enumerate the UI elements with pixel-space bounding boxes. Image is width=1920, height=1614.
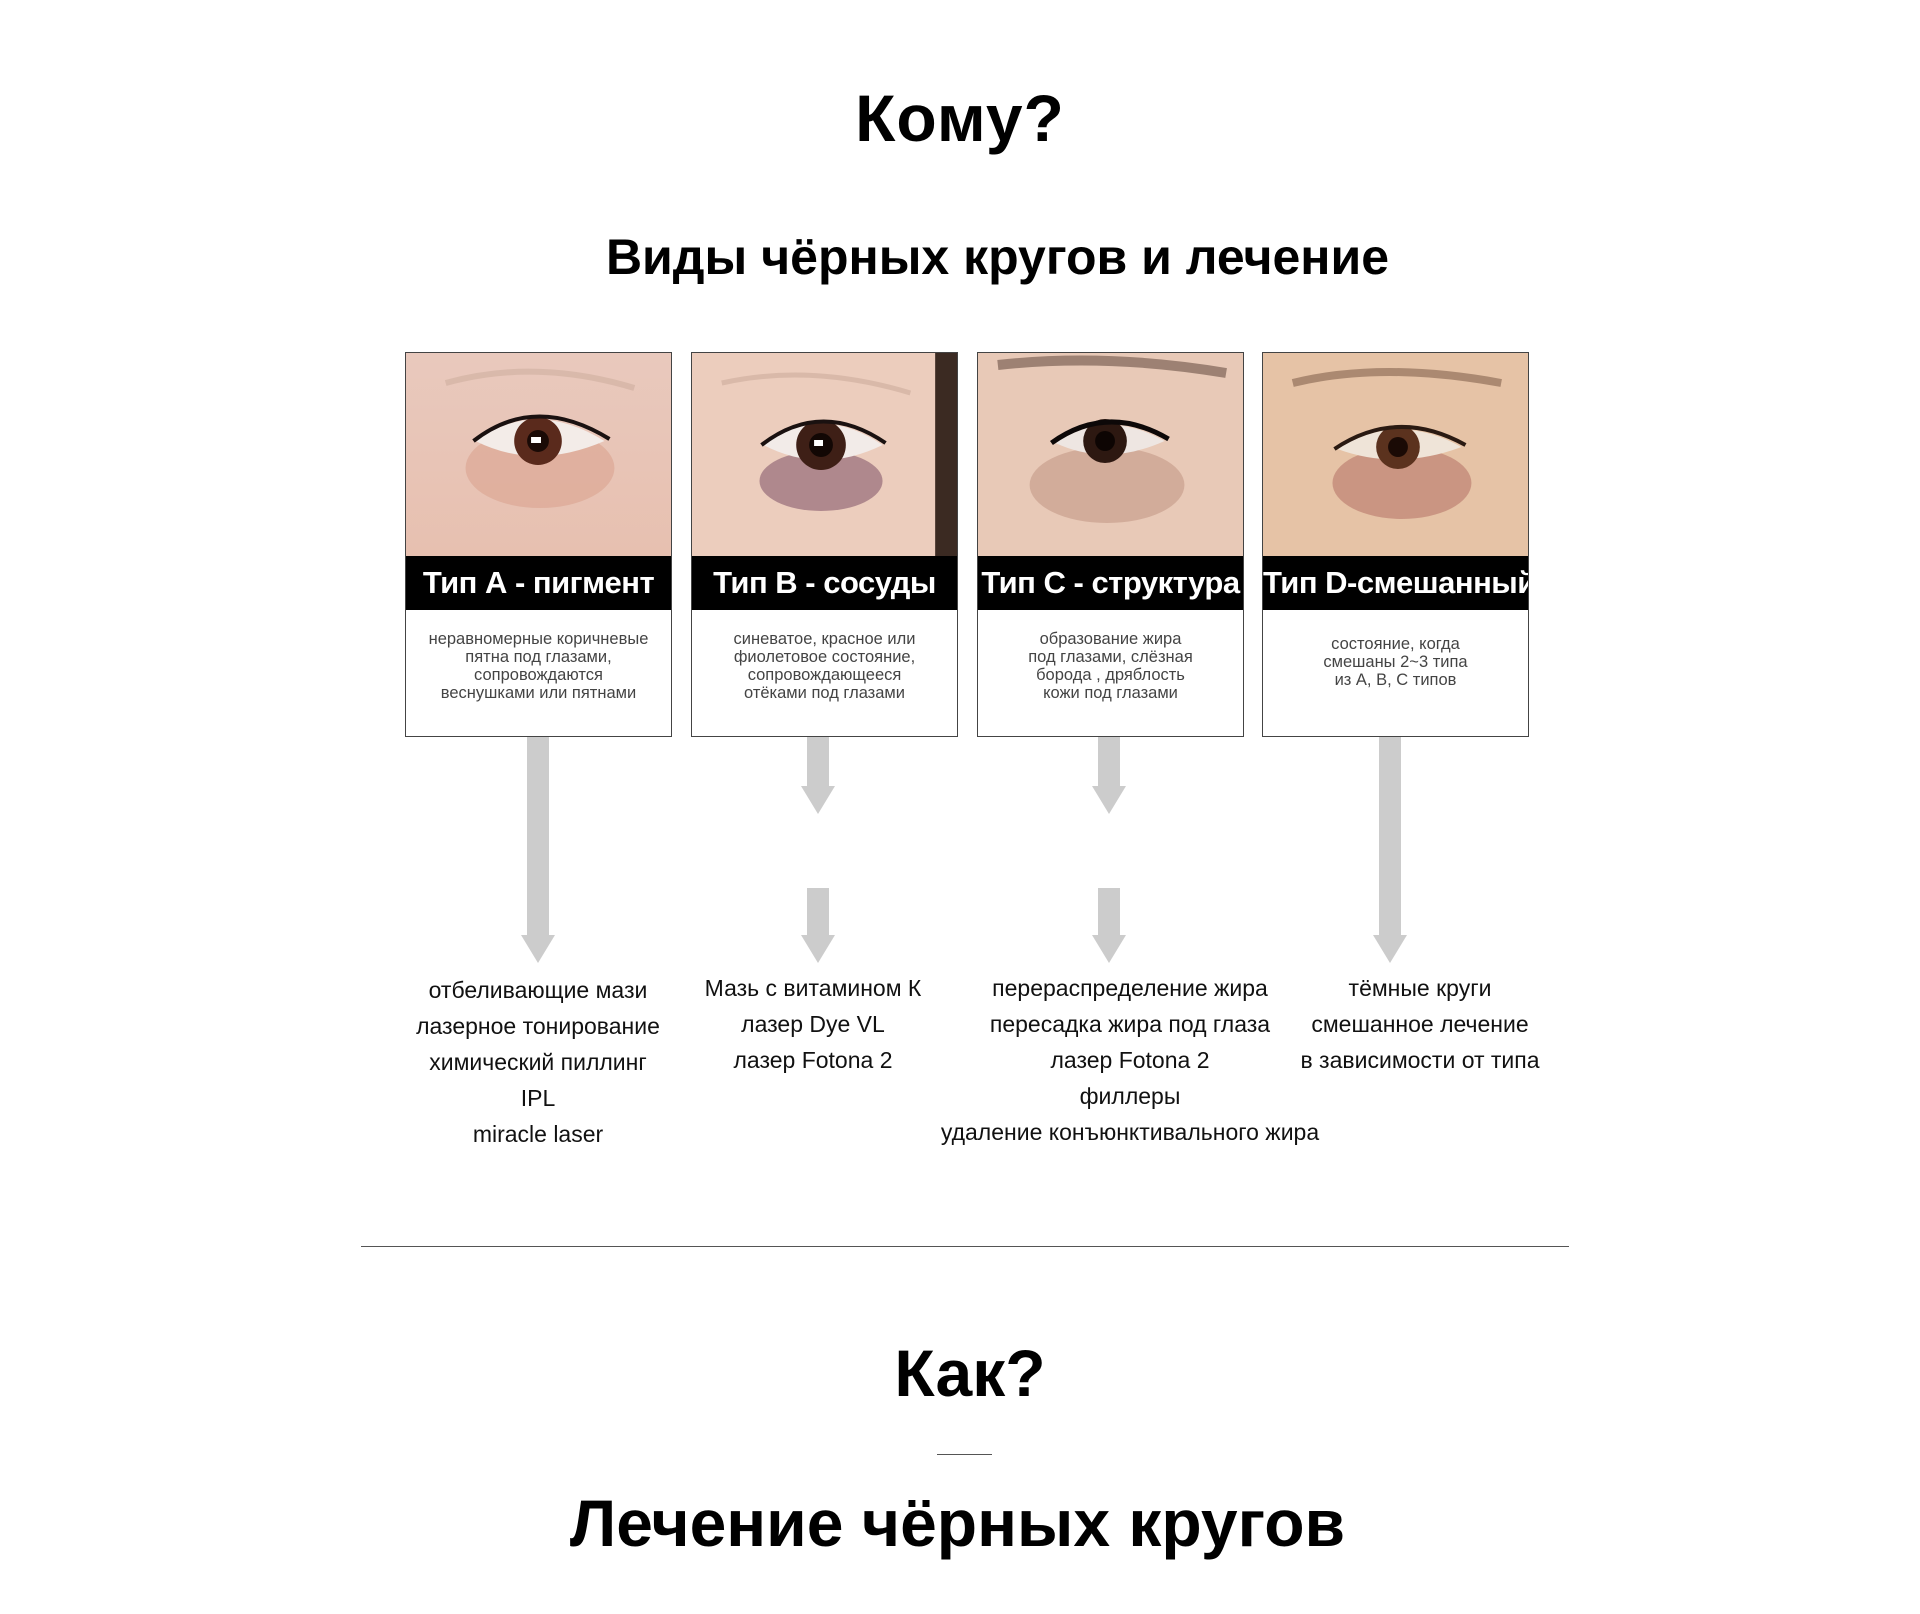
treatment-item: тёмные круги — [1348, 975, 1492, 1001]
treatment-item: филлеры — [1079, 1083, 1181, 1109]
treatment-item: IPL — [520, 1085, 556, 1111]
treatment-item: лазер Fotona 2 — [1050, 1047, 1210, 1073]
eye-photo-pigment — [406, 353, 671, 556]
treatment-item: отбеливающие мази — [428, 977, 648, 1003]
treatment-list-b: Мазь с витамином К лазер Dye VL лазер Fo… — [668, 970, 958, 1078]
treatment-list-a: отбеливающие мази лазерное тонирование х… — [388, 972, 688, 1152]
card-description: состояние, когда смешаны 2~3 типа из А, … — [1323, 635, 1468, 689]
heading-treatment: Лечение чёрных кругов — [569, 1486, 1346, 1560]
heading-how: Как? — [894, 1336, 1046, 1410]
treatment-item: удаление конъюнктивального жира — [940, 1119, 1320, 1145]
treatment-item: пересадка жира под глаза — [989, 1011, 1271, 1037]
heading-who: Кому? — [855, 81, 1065, 155]
card-label: Тип D-смешанный — [1263, 556, 1528, 610]
treatment-item: miracle laser — [472, 1121, 604, 1147]
card-type-c: Тип С - структура образование жира под г… — [977, 352, 1244, 737]
card-label: Тип В - сосуды — [692, 556, 957, 610]
treatment-item: смешанное лечение — [1311, 1011, 1529, 1037]
card-type-b: Тип В - сосуды синеватое, красное или фи… — [691, 352, 958, 737]
treatment-item: лазерное тонирование — [416, 1013, 660, 1039]
treatment-item: лазер Fotona 2 — [733, 1047, 893, 1073]
treatment-list-c: перераспределение жира пересадка жира по… — [900, 970, 1360, 1150]
treatment-item: лазер Dye VL — [741, 1011, 885, 1037]
card-label: Тип С - структура — [978, 556, 1243, 610]
card-type-d: Тип D-смешанный состояние, когда смешаны… — [1262, 352, 1529, 737]
card-label: Тип А - пигмент — [406, 556, 671, 610]
treatment-item: Мазь с витамином К — [704, 975, 922, 1001]
card-description: синеватое, красное или фиолетовое состоя… — [733, 630, 916, 702]
eye-photo-mixed — [1263, 353, 1528, 556]
treatment-list-d: тёмные круги смешанное лечение в зависим… — [1270, 970, 1570, 1078]
card-description: образование жира под глазами, слёзная бо… — [1028, 630, 1193, 702]
card-description: неравномерные коричневые пятна под глаза… — [428, 630, 649, 702]
treatment-item: перераспределение жира — [992, 975, 1268, 1001]
card-type-a: Тип А - пигмент неравномерные коричневые… — [405, 352, 672, 737]
heading-types: Виды чёрных кругов и лечение — [605, 229, 1390, 285]
eye-photo-structural — [978, 353, 1243, 556]
section-divider — [361, 1246, 1569, 1247]
heading-rule — [937, 1454, 992, 1455]
eye-photo-vascular — [692, 353, 957, 556]
treatment-item: химический пиллинг — [429, 1049, 647, 1075]
treatment-item: в зависимости от типа — [1300, 1047, 1540, 1073]
